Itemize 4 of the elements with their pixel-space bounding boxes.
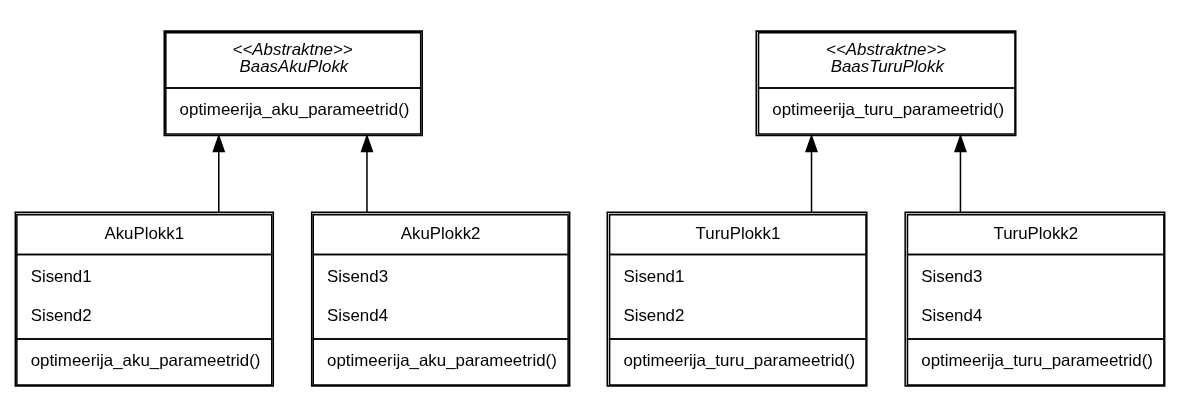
arrow [954,133,967,213]
arrow [805,133,818,213]
arrow [212,133,226,213]
arrow [360,133,374,213]
